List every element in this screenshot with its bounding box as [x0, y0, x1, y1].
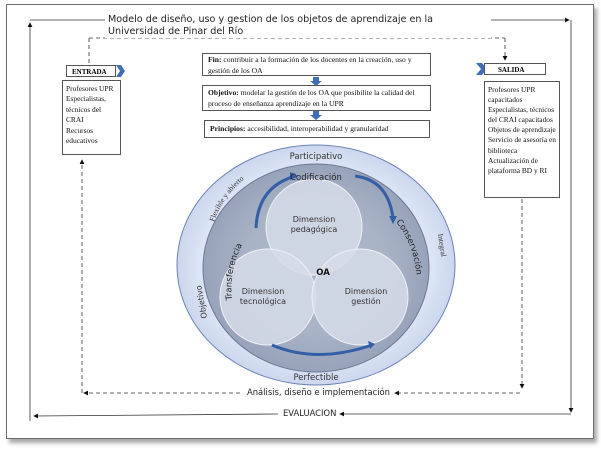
salida-item: Actualización de plataforma BD y RI — [488, 155, 547, 175]
salida-item: Servicio de asesoría en biblioteca — [488, 135, 556, 155]
objetivo-text: modelar la gestión de los OA que posibil… — [208, 88, 415, 108]
circle-tecnologica — [219, 248, 317, 346]
fin-text: contribuir a la formación de los docente… — [208, 55, 412, 75]
entrada-item: Profesores UPR — [66, 84, 114, 93]
entrada-label: ENTRADA — [66, 65, 116, 77]
flow-arrows — [310, 77, 322, 120]
salida-item: Especialistas, técnicos del CRAI capacit… — [488, 105, 555, 125]
salida-item: Profesores UPR capacitados — [488, 85, 536, 105]
principios-text: accesibilidad, interoperabilidad y granu… — [245, 124, 389, 133]
analisis-label: Análisis, diseño e implementación — [244, 387, 393, 398]
salida-item: Objetos de aprendizaje — [488, 125, 556, 135]
salida-box: Profesores UPR capacitados Especialistas… — [484, 81, 560, 198]
analysis-loop — [79, 37, 525, 396]
down-arrow-icon — [310, 111, 322, 120]
fin-label: Fin: — [208, 55, 222, 64]
curved-arrow-icon — [254, 174, 297, 229]
entrada-item: Especialistas, técnicos del CRAI — [66, 94, 107, 125]
diagram-title: Modelo de diseño, uso y gestion de los o… — [105, 14, 491, 38]
principios-label: Principios: — [210, 124, 246, 133]
oa-circle-diagram — [176, 144, 456, 386]
down-arrow-icon — [310, 77, 322, 86]
salida-label: SALIDA — [484, 63, 546, 75]
objetivo-box: Objetivo: modelar la gestión de los OA q… — [202, 85, 431, 111]
evaluacion-label: EVALUACION — [280, 408, 340, 419]
circle-gestion — [311, 248, 409, 346]
circle-pedagogica — [265, 178, 363, 276]
entrada-item: Recursos educativos — [66, 125, 98, 146]
curved-arrow-icon — [271, 343, 373, 356]
entrada-box: Profesores UPR Especialistas, técnicos d… — [62, 80, 121, 155]
bottom-left-arrow — [33, 413, 279, 419]
principios-box: Principios: accesibilidad, interoperabil… — [204, 120, 430, 138]
curved-arrow-icon — [354, 174, 395, 219]
entrada-chevron-icon — [116, 65, 125, 77]
objetivo-label: Objetivo: — [208, 88, 239, 97]
fin-box: Fin: contribuir a la formación de los do… — [202, 53, 431, 76]
